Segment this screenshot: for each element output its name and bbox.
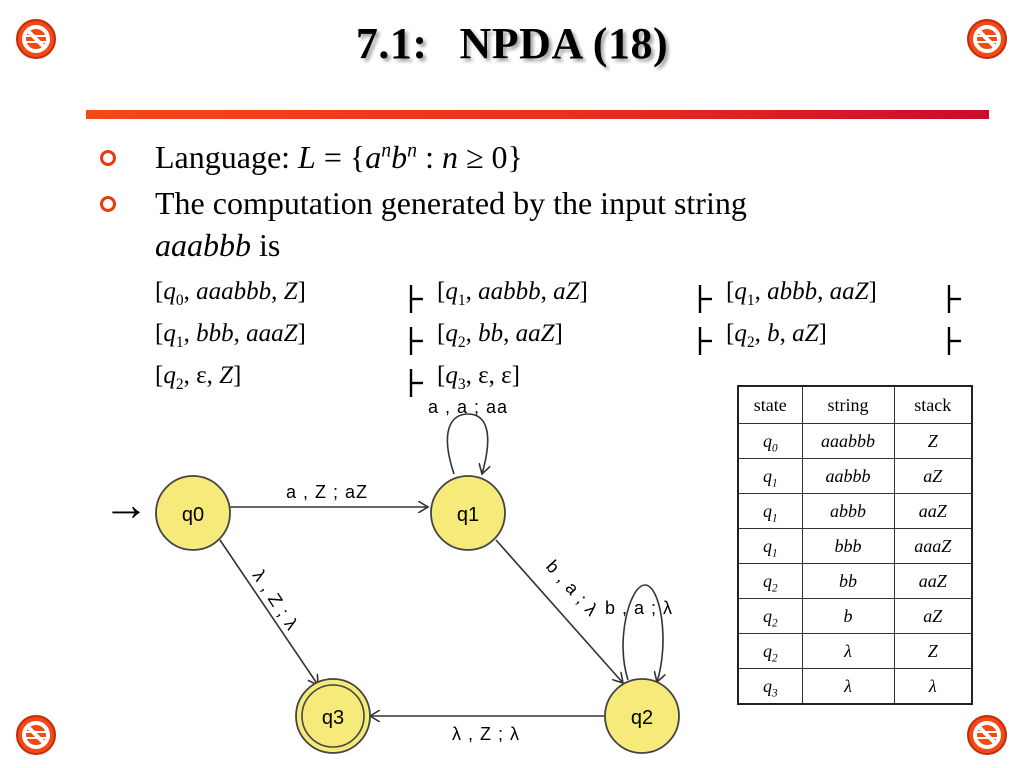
no-smoking-icon (965, 713, 1009, 757)
yields-symbol (408, 368, 424, 398)
table-cell: λ (801, 668, 895, 705)
yields-symbol (408, 326, 424, 356)
configuration: [q2, ε, Z] (155, 362, 242, 393)
yields-symbol (408, 284, 424, 314)
state-label-q1: q1 (457, 504, 479, 526)
column-header: stack (893, 385, 973, 424)
configuration: [q1, aabbb, aZ] (437, 278, 588, 309)
table-cell: q2 (737, 563, 803, 599)
edge-q0-q3 (219, 539, 318, 685)
table-cell: λ (801, 633, 895, 669)
computation-line-2: aaabbb is (155, 227, 281, 263)
bullet-marker (98, 137, 128, 177)
no-smoking-icon (14, 17, 58, 61)
computation-line-1: The computation generated by the input s… (155, 185, 747, 221)
label-q0-q3: λ , Z ; λ (249, 566, 303, 634)
title-text: NPDA (18) (459, 19, 669, 68)
configuration: [q2, bb, aaZ] (437, 320, 563, 351)
table-cell: bbb (801, 528, 895, 564)
table-cell: q1 (737, 528, 803, 564)
table-cell: aabbb (801, 458, 895, 494)
state-q0 (155, 475, 231, 551)
edge-q1-q2 (495, 539, 623, 683)
table-cell: aaabbb (801, 423, 895, 459)
configuration: [q2, b, aZ] (726, 320, 827, 351)
table-cell: b (801, 598, 895, 634)
table-cell: aaaZ (893, 528, 973, 564)
yields-symbol (697, 284, 713, 314)
table-cell: aZ (893, 458, 973, 494)
state-label-q2: q2 (631, 707, 653, 729)
state-q3 (295, 678, 371, 754)
table-cell: aaZ (893, 563, 973, 599)
state-q1 (430, 475, 506, 551)
column-header: state (737, 385, 803, 424)
yields-symbol (946, 326, 962, 356)
yields-symbol (697, 326, 713, 356)
table-header-row: state string stack (737, 385, 973, 424)
accept-ring-q3 (301, 684, 365, 748)
configuration: [q0, aaabbb, Z] (155, 278, 306, 309)
table-cell: Z (893, 423, 973, 459)
configuration: [q1, bbb, aaaZ] (155, 320, 306, 351)
table-cell: q2 (737, 633, 803, 669)
table-cell: q3 (737, 668, 803, 705)
label-q2-loop: b , a ; λ (605, 598, 673, 618)
language-definition: Language: L = {anbn : n ≥ 0} (155, 139, 523, 175)
label-q1-loop: a , a ; aa (428, 397, 508, 417)
table-cell: λ (893, 668, 973, 705)
state-q2 (604, 678, 680, 754)
label-q2-q3: λ , Z ; λ (452, 724, 520, 744)
no-smoking-icon (965, 17, 1009, 61)
title-divider (86, 110, 989, 119)
state-label-q3: q3 (322, 707, 344, 729)
column-header: string (801, 385, 895, 424)
state-label-q0: q0 (182, 504, 204, 526)
table-cell: q0 (737, 423, 803, 459)
loop-q2 (622, 584, 663, 682)
configuration: [q1, abbb, aaZ] (726, 278, 877, 309)
table-cell: aZ (893, 598, 973, 634)
title-number: 7.1: (355, 19, 428, 68)
table-cell: aaZ (893, 493, 973, 529)
slide-title: 7.1: NPDA (18) (0, 18, 1024, 69)
no-smoking-icon (14, 713, 58, 757)
configuration: [q3, ε, ε] (437, 362, 520, 393)
table-cell: abbb (801, 493, 895, 529)
yields-symbol (946, 284, 962, 314)
loop-q1 (446, 413, 487, 474)
start-arrow: → (103, 479, 149, 530)
table-cell: q1 (737, 493, 803, 529)
table-cell: bb (801, 563, 895, 599)
label-q0-q1: a , Z ; aZ (286, 482, 368, 502)
label-q1-q2: b , a ; λ (542, 556, 602, 620)
table-cell: q2 (737, 598, 803, 634)
bullet-marker (98, 183, 128, 223)
table-cell: q1 (737, 458, 803, 494)
table-cell: Z (893, 633, 973, 669)
